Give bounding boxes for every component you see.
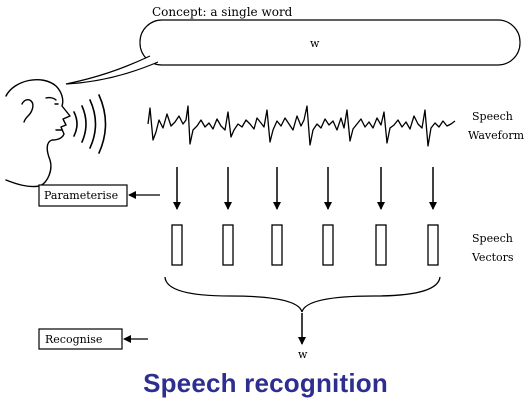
speech-vector-2 bbox=[222, 224, 234, 266]
curly-brace bbox=[164, 276, 441, 313]
output-word: w bbox=[298, 348, 308, 361]
speech-vector-5 bbox=[375, 224, 387, 266]
speech-vector-6 bbox=[427, 224, 439, 266]
speech-bubble bbox=[139, 19, 521, 66]
speech-vector-3 bbox=[271, 224, 283, 266]
waveform-label-line1: Speech bbox=[472, 110, 513, 123]
vectors-label-line1: Speech bbox=[472, 232, 513, 245]
parameterise-down-arrows bbox=[173, 167, 437, 210]
speech-waveform bbox=[147, 105, 456, 147]
speech-vector-4 bbox=[322, 224, 334, 266]
waveform-label-line2: Waveform bbox=[468, 129, 525, 142]
sound-waves-icon bbox=[73, 94, 107, 154]
concept-label: Concept: a single word bbox=[152, 5, 293, 19]
vectors-label-line2: Vectors bbox=[471, 251, 514, 264]
parameterise-box bbox=[38, 184, 128, 207]
speech-bubble-tail bbox=[65, 55, 159, 85]
slide-caption: Speech recognition bbox=[143, 368, 388, 398]
recognise-box bbox=[38, 328, 123, 350]
parameterise-label: Parameterise bbox=[44, 189, 118, 202]
speech-vectors bbox=[171, 224, 439, 266]
concept-word: w bbox=[310, 37, 320, 50]
speaker-head-icon bbox=[5, 79, 71, 188]
speech-vector-1 bbox=[171, 224, 183, 266]
recognise-label: Recognise bbox=[45, 333, 102, 346]
